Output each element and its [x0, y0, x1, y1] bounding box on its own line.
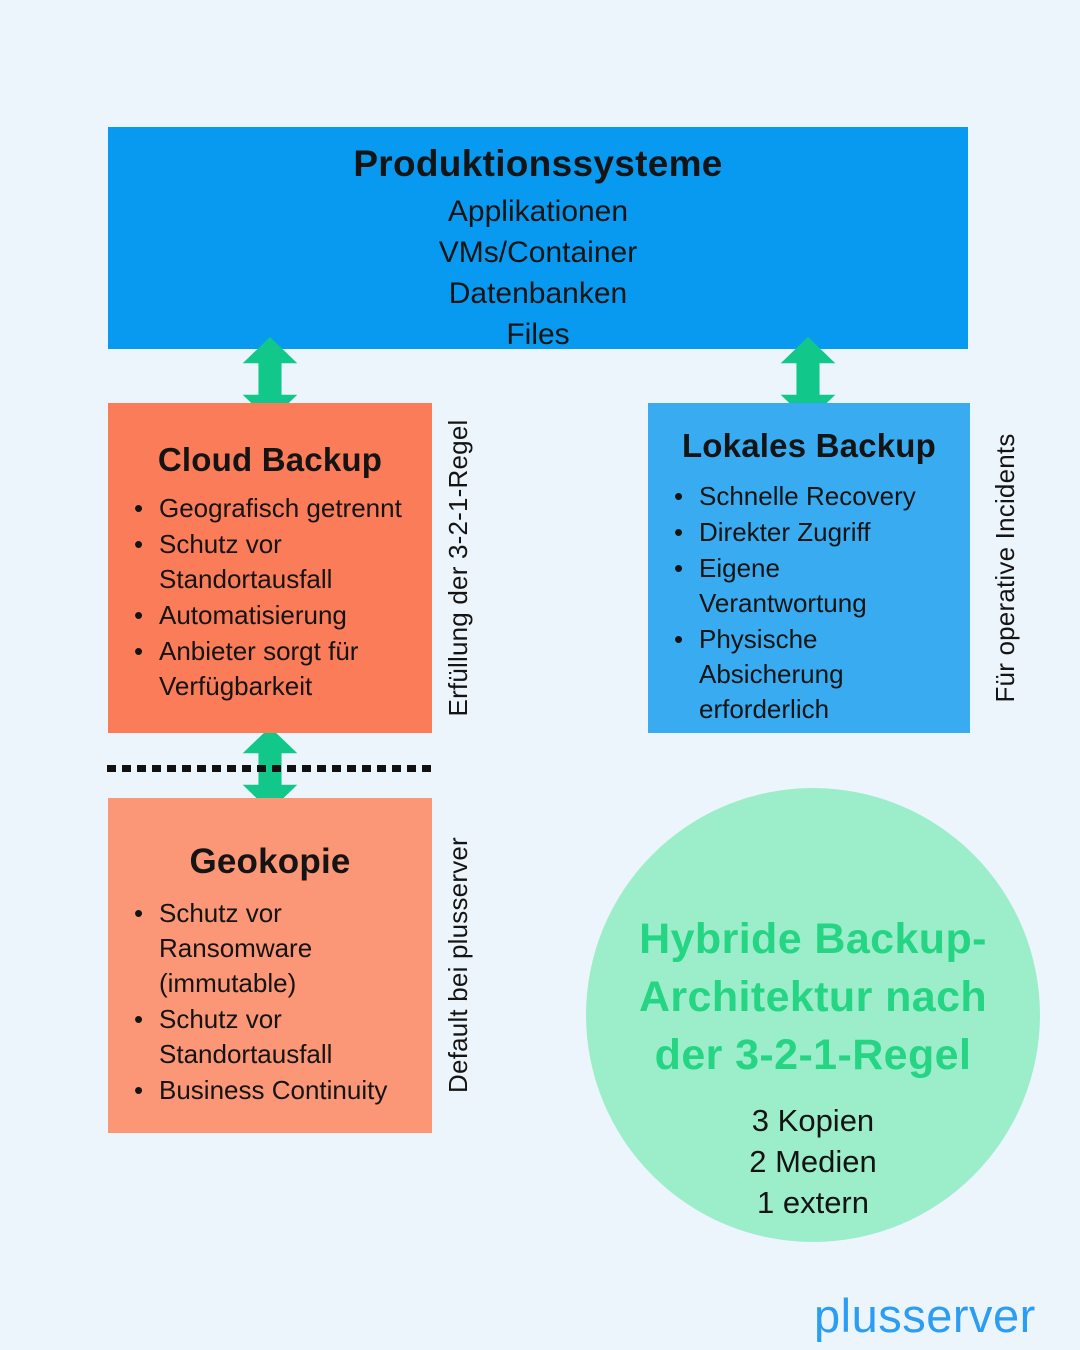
- rule-circle-fact: 3 Kopien: [751, 1103, 875, 1138]
- cloud-backup-bullet-list: Geografisch getrenntSchutz vor Standorta…: [108, 491, 432, 704]
- production-item: Datenbanken: [448, 277, 628, 310]
- side-label-321-rule: Erfüllung der 3-2-1-Regel: [443, 419, 473, 717]
- bullet-item: Schutz vor Standortausfall: [132, 527, 426, 597]
- bullet-item: Schnelle Recovery: [672, 479, 964, 514]
- bullet-item: Business Continuity: [132, 1073, 426, 1108]
- plusserver-logo: plusserver: [814, 1289, 1036, 1342]
- geo-copy-bullet-list: Schutz vor Ransomware (immutable)Schutz …: [108, 896, 432, 1108]
- local-backup-box: Lokales Backup Schnelle RecoveryDirekter…: [648, 403, 970, 733]
- geo-copy-box: Geokopie Schutz vor Ransomware (immutabl…: [108, 798, 432, 1133]
- bullet-item: Schutz vor Ransomware (immutable): [132, 896, 426, 1001]
- bullet-item: Automatisierung: [132, 598, 426, 633]
- rule-circle-badge: Hybride Backup- Architektur nach der 3-2…: [586, 788, 1040, 1242]
- production-item: Files: [506, 318, 570, 351]
- production-item: VMs/Container: [438, 236, 638, 269]
- local-backup-title: Lokales Backup: [681, 427, 937, 464]
- bullet-item: Eigene Verantwortung: [672, 551, 964, 621]
- side-label-default-plusserver: Default bei plusserver: [443, 837, 473, 1093]
- production-title: Produktionssysteme: [353, 143, 723, 184]
- local-backup-bullet-list: Schnelle RecoveryDirekter ZugriffEigene …: [648, 479, 970, 727]
- cloud-backup-box: Cloud Backup Geografisch getrenntSchutz …: [108, 403, 432, 733]
- production-item: Applikationen: [447, 195, 629, 228]
- rule-circle-fact-list: 3 Kopien 2 Medien 1 extern: [586, 1100, 1040, 1223]
- double-arrow-icon: [780, 337, 836, 421]
- cloud-backup-title: Cloud Backup: [157, 441, 383, 478]
- bullet-item: Physische Absicherung erforderlich: [672, 622, 964, 727]
- dotted-divider: [107, 765, 435, 772]
- bullet-item: Anbieter sorgt für Verfügbarkeit: [132, 634, 426, 704]
- rule-circle-fact: 1 extern: [756, 1185, 869, 1220]
- bullet-item: Direkter Zugriff: [672, 515, 964, 550]
- rule-circle-fact: 2 Medien: [749, 1144, 877, 1179]
- double-arrow-icon: [242, 337, 298, 421]
- geo-copy-title: Geokopie: [189, 842, 351, 881]
- side-label-operative-incidents: Für operative Incidents: [990, 433, 1020, 703]
- bullet-item: Geografisch getrennt: [132, 491, 426, 526]
- bullet-item: Schutz vor Standortausfall: [132, 1002, 426, 1072]
- rule-circle-title: Hybride Backup- Architektur nach der 3-2…: [638, 915, 988, 1079]
